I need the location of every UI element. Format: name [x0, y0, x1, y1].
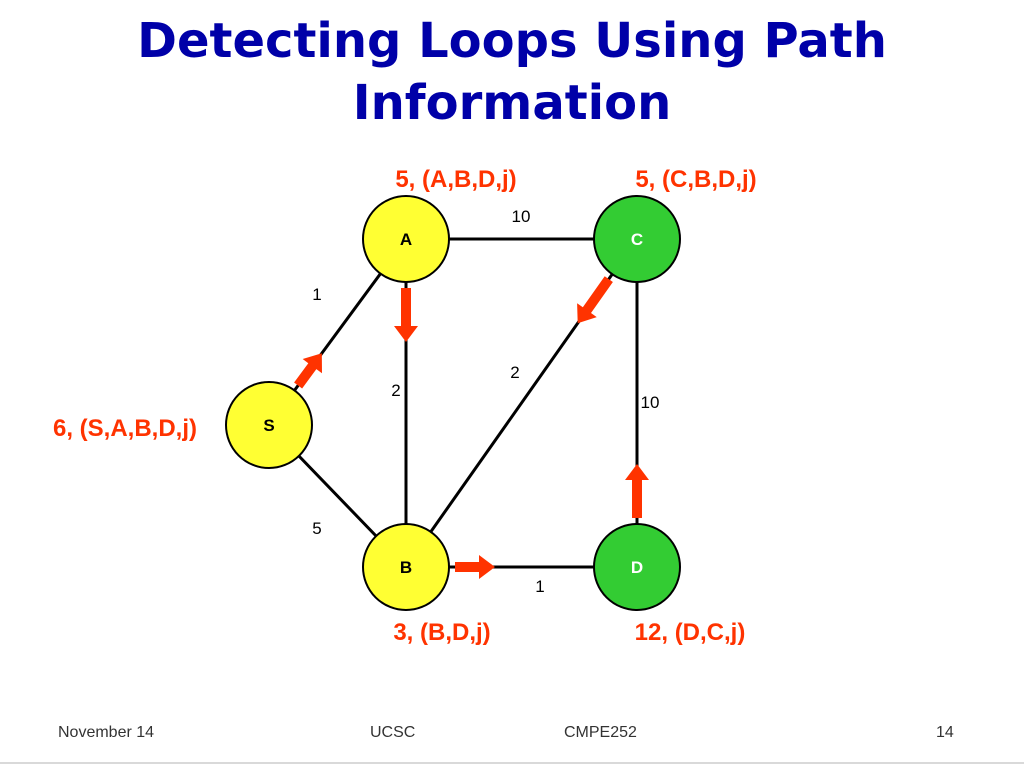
node-b: B	[362, 523, 450, 611]
footer-org: UCSC	[370, 724, 416, 741]
footer-date: November 14	[58, 724, 155, 741]
path-label-b: 3, (B,D,j)	[393, 619, 490, 646]
node-s: S	[225, 381, 313, 469]
node-d: D	[593, 523, 681, 611]
edge-weight-s-a: 1	[312, 285, 321, 304]
edge-weight-s-b: 5	[312, 519, 321, 538]
path-label-d: 12, (D,C,j)	[635, 619, 746, 646]
node-circle	[593, 195, 681, 283]
node-label: S	[263, 416, 274, 435]
edge-weight-c-d: 10	[641, 393, 660, 412]
title-line-1: Detecting Loops Using Path	[137, 13, 887, 69]
path-label-c: 5, (C,B,D,j)	[635, 166, 756, 193]
path-label-a: 5, (A,B,D,j)	[395, 166, 516, 193]
footer-course: CMPE252	[564, 724, 637, 741]
bottom-rule	[0, 762, 1024, 764]
next-hop-arrow-b-d	[455, 555, 495, 579]
node-circle	[362, 523, 450, 611]
title-line-2: Information	[352, 75, 672, 131]
edge-weight-b-d: 1	[535, 577, 544, 596]
footer-page-number: 14	[936, 724, 954, 741]
next-hop-arrow-c-b	[577, 276, 613, 324]
node-label: D	[631, 558, 643, 577]
next-hop-arrow-a-b	[394, 288, 418, 342]
path-label-s: 6, (S,A,B,D,j)	[53, 415, 197, 442]
node-label: C	[631, 230, 643, 249]
edge-weight-a-b: 2	[391, 381, 400, 400]
node-a: A	[362, 195, 450, 283]
node-circle	[593, 523, 681, 611]
slide-title: Detecting Loops Using Path Information	[0, 10, 1024, 134]
node-label: A	[400, 230, 412, 249]
next-hop-arrow-s-a	[294, 353, 322, 389]
node-circle	[362, 195, 450, 283]
edge-weight-b-c: 2	[510, 363, 519, 382]
node-c: C	[593, 195, 681, 283]
next-hop-arrow-d-c	[625, 464, 649, 518]
node-label: B	[400, 558, 412, 577]
edge-weight-a-c: 10	[512, 207, 531, 226]
node-circle	[225, 381, 313, 469]
